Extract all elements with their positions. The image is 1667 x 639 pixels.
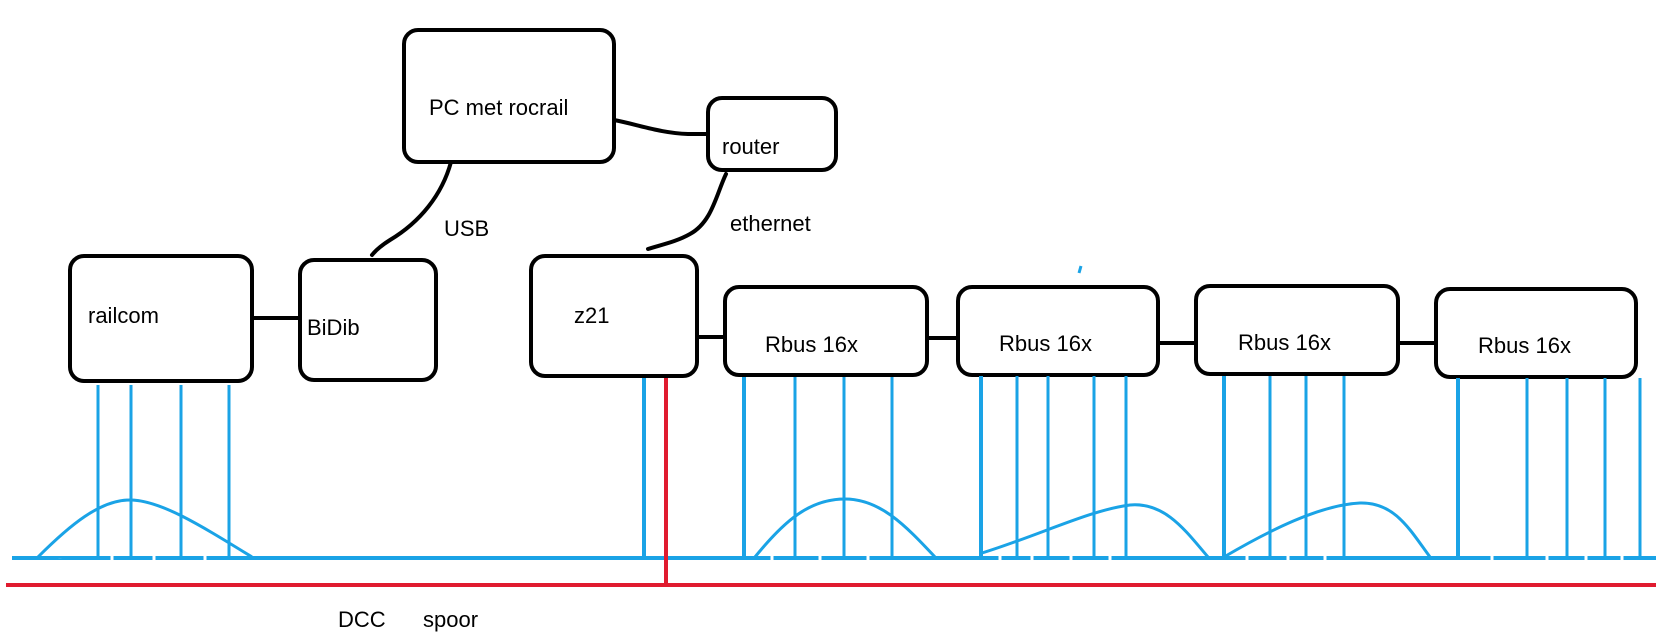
spoor-label: spoor (423, 607, 478, 632)
bidib-label: BiDib (307, 315, 360, 340)
rbus-node-2: Rbus 16x (956, 285, 1160, 377)
rbus-label-4: Rbus 16x (1478, 333, 1571, 358)
ethernet-cable (646, 172, 728, 251)
router-node: router (706, 96, 838, 172)
rbus-node-4: Rbus 16x (1434, 287, 1638, 379)
usb-cable (370, 160, 453, 257)
pc-label: PC met rocrail (429, 95, 568, 120)
usb-label: USB (444, 216, 489, 241)
router-label: router (722, 134, 779, 159)
z21-node: z21 (529, 254, 699, 378)
pc-node: PC met rocrail (402, 28, 616, 164)
rbus-label-2: Rbus 16x (999, 331, 1092, 356)
rbus-label-3: Rbus 16x (1238, 330, 1331, 355)
rbus-node-3: Rbus 16x (1194, 284, 1400, 376)
pc-router-cable (612, 118, 710, 136)
dcc-label: DCC (338, 607, 386, 632)
ethernet-label: ethernet (730, 211, 811, 236)
bidib-node: BiDib (298, 258, 438, 382)
track-wiring (12, 265, 1656, 560)
z21-label: z21 (574, 303, 609, 328)
rbus-label-1: Rbus 16x (765, 332, 858, 357)
railcom-label: railcom (88, 303, 159, 328)
railcom-node: railcom (68, 254, 254, 383)
rbus-node-1: Rbus 16x (723, 285, 929, 377)
